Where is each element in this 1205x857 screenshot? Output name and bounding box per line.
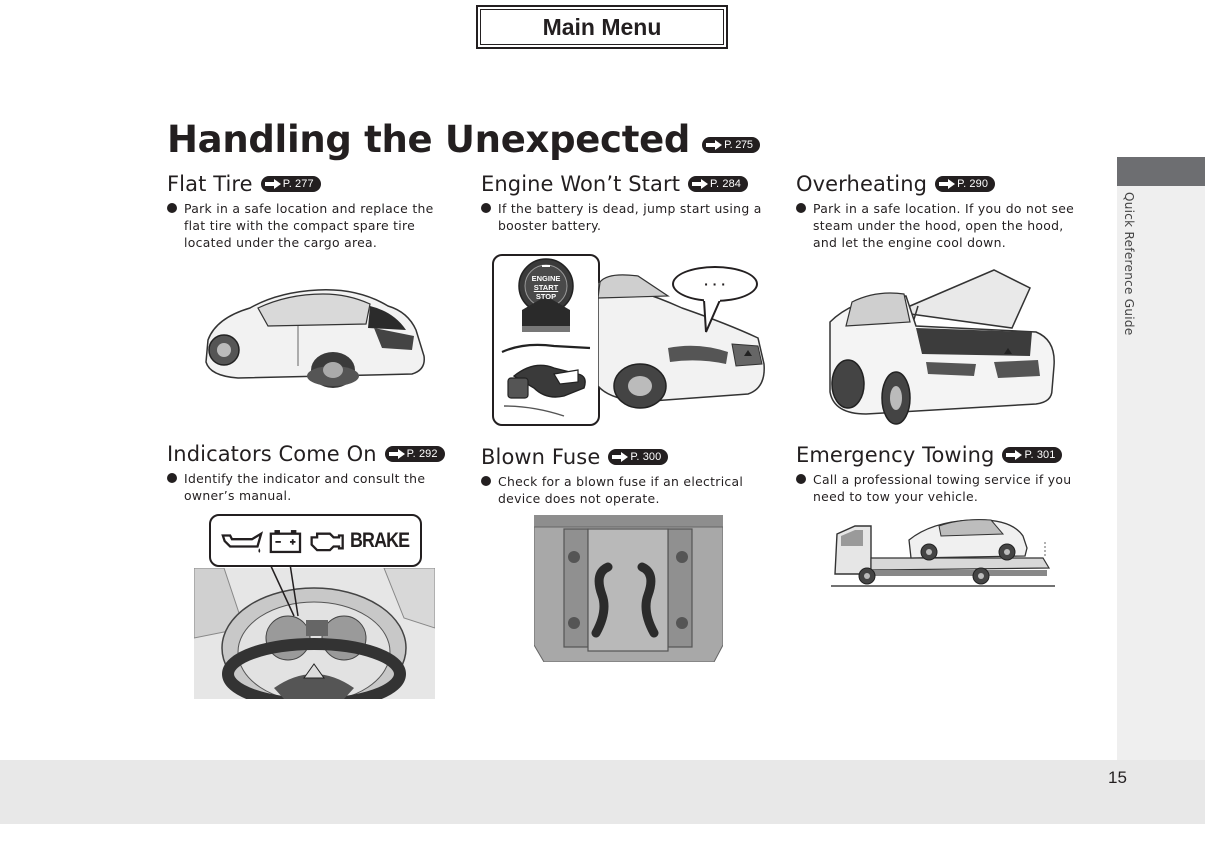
brake-indicator-label: BRAKE bbox=[350, 528, 410, 552]
indicator-callout: BRAKE bbox=[209, 514, 422, 567]
ref-link-blown-fuse[interactable]: P. 300 bbox=[608, 449, 669, 465]
speech-bubble-tail bbox=[703, 298, 721, 333]
arrow-right-icon bbox=[388, 449, 405, 459]
flat-tire-car-illustration bbox=[205, 289, 425, 388]
section-emergency-towing: Emergency Towing P. 301 Call a professio… bbox=[796, 443, 1096, 505]
ref-link-emergency-towing[interactable]: P. 301 bbox=[1002, 447, 1063, 463]
arrow-right-icon bbox=[692, 179, 709, 189]
bullet-text: If the battery is dead, jump start using… bbox=[498, 201, 762, 233]
battery-icon bbox=[269, 529, 302, 553]
overheating-car-illustration bbox=[829, 269, 1055, 425]
side-strip bbox=[1117, 186, 1205, 760]
bullet-icon bbox=[796, 474, 806, 484]
side-label: Quick Reference Guide bbox=[1122, 192, 1136, 336]
bullet-text: Call a professional towing service if yo… bbox=[813, 472, 1072, 504]
section-heading: Flat Tire bbox=[167, 172, 253, 196]
start-button-label-3: STOP bbox=[535, 292, 557, 301]
page-title-text: Handling the Unexpected bbox=[167, 118, 691, 161]
section-heading: Blown Fuse bbox=[481, 445, 601, 469]
ref-link-engine-wont-start[interactable]: P. 284 bbox=[688, 176, 749, 192]
engine-start-panel: ENGINE START STOP bbox=[492, 254, 600, 426]
bullet-icon bbox=[167, 203, 177, 213]
speech-bubble-text: · · · bbox=[704, 276, 726, 292]
start-button-illustration bbox=[501, 258, 591, 417]
arrow-right-icon bbox=[264, 179, 281, 189]
section-engine-wont-start: Engine Won’t Start P. 284 If the battery… bbox=[481, 172, 771, 234]
bullet-icon bbox=[481, 476, 491, 486]
footer-band bbox=[0, 760, 1205, 824]
start-button-label-1: ENGINE bbox=[531, 274, 561, 283]
callout-lines bbox=[269, 563, 299, 617]
arrow-right-icon bbox=[1006, 450, 1023, 460]
bullet-text: Park in a safe location. If you do not s… bbox=[813, 201, 1075, 250]
tow-truck-illustration bbox=[831, 519, 1055, 587]
ref-link-indicators-come-on[interactable]: P. 292 bbox=[384, 446, 445, 462]
section-blown-fuse: Blown Fuse P. 300 Check for a blown fuse… bbox=[481, 445, 771, 507]
page-ref-link[interactable]: P. 275 bbox=[702, 136, 760, 153]
ref-link-overheating[interactable]: P. 290 bbox=[935, 176, 996, 192]
page-number: 15 bbox=[1108, 768, 1127, 787]
start-button-label-2: START bbox=[533, 283, 559, 292]
page-title: Handling the Unexpected P. 275 bbox=[167, 118, 760, 161]
engine-car-illustration bbox=[598, 274, 765, 409]
bullet-text: Check for a blown fuse if an electrical … bbox=[498, 474, 744, 506]
fuse-illustration bbox=[534, 515, 723, 662]
bullet-text: Park in a safe location and replace the … bbox=[184, 201, 434, 250]
ref-link-flat-tire[interactable]: P. 277 bbox=[260, 176, 321, 192]
oil-pressure-icon bbox=[221, 530, 263, 553]
arrow-right-icon bbox=[706, 139, 723, 150]
main-menu-button[interactable]: Main Menu bbox=[476, 5, 728, 49]
section-overheating: Overheating P. 290 Park in a safe locati… bbox=[796, 172, 1086, 251]
bullet-icon bbox=[796, 203, 806, 213]
arrow-right-icon bbox=[612, 452, 629, 462]
bullet-icon bbox=[167, 473, 177, 483]
check-engine-icon bbox=[310, 532, 344, 551]
section-heading: Emergency Towing bbox=[796, 443, 995, 467]
section-heading: Indicators Come On bbox=[167, 442, 377, 466]
dashboard-illustration bbox=[194, 568, 435, 699]
section-heading: Engine Won’t Start bbox=[481, 172, 681, 196]
steering-wheel-illustration bbox=[194, 568, 435, 699]
section-indicators-come-on: Indicators Come On P. 292 Identify the i… bbox=[167, 442, 462, 504]
side-tab-marker[interactable] bbox=[1117, 157, 1205, 186]
bullet-text: Identify the indicator and consult the o… bbox=[184, 471, 426, 503]
section-flat-tire: Flat Tire P. 277 Park in a safe location… bbox=[167, 172, 457, 251]
speech-bubble: · · · bbox=[672, 266, 758, 302]
bullet-icon bbox=[481, 203, 491, 213]
section-heading: Overheating bbox=[796, 172, 928, 196]
arrow-right-icon bbox=[939, 179, 956, 189]
